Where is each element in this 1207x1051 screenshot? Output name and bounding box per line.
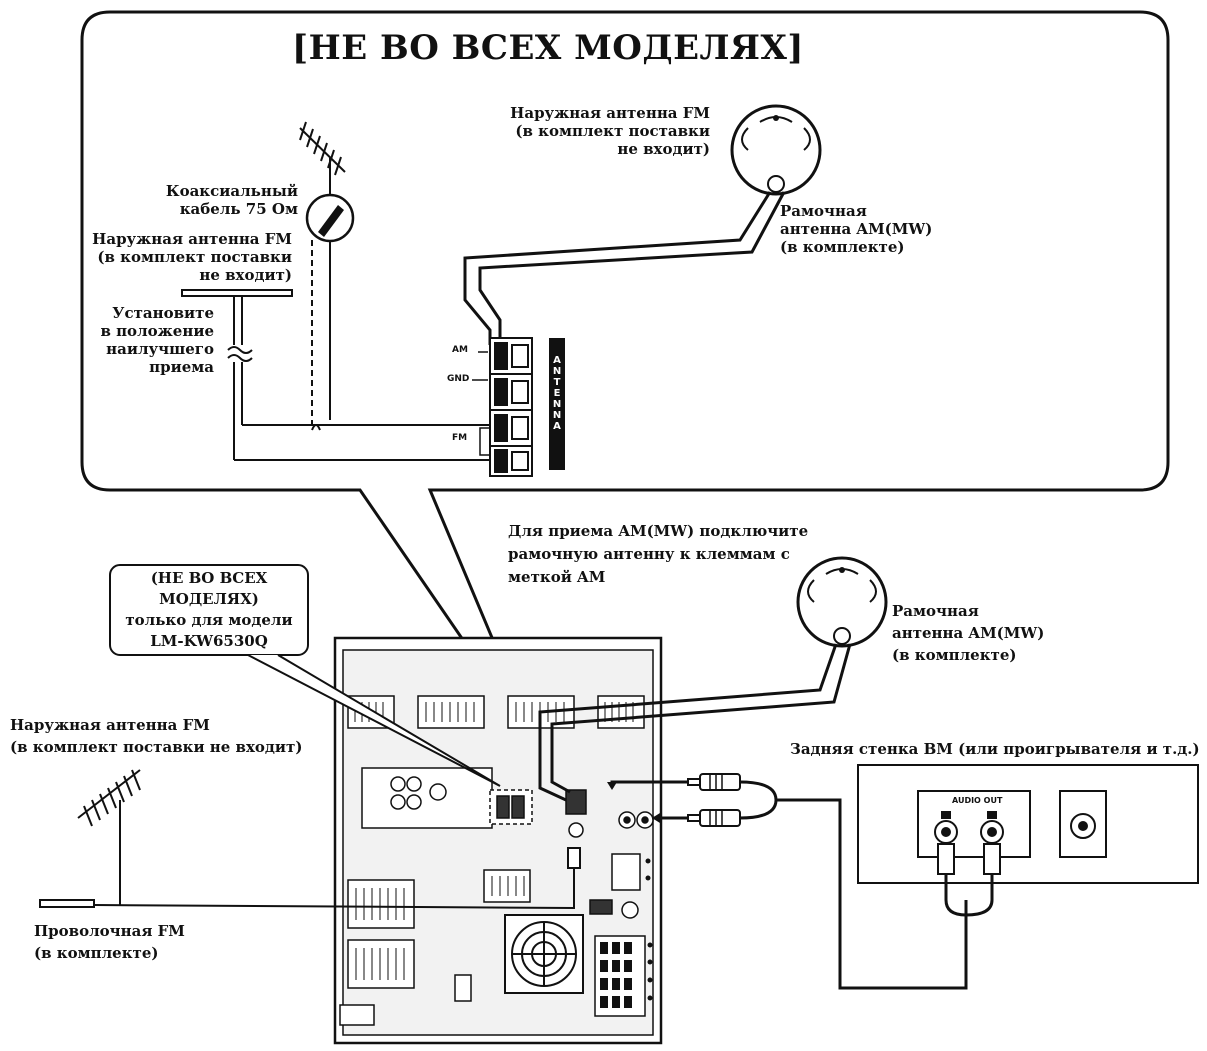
label-line: МОДЕЛЯХ) [159, 590, 259, 608]
inset-set-position-label: Установите в положение наилучшего приема [96, 304, 214, 376]
audio-out-label: AUDIO OUT [952, 796, 1003, 805]
label-line: (в комплекте) [34, 944, 159, 962]
label-line: LM-KW6530Q [150, 632, 268, 650]
strip-letter: E [553, 388, 561, 399]
label-line: (в комплект поставки не входит) [10, 738, 303, 756]
strip-letter: A [553, 355, 561, 366]
label-line: Наружная антенна FM [10, 716, 210, 734]
label-line: Для приема AM(MW) подключите [508, 522, 809, 540]
inset-terminal-block [489, 337, 533, 477]
label-line: не входит) [617, 140, 710, 158]
label-line: антенна AM(MW) [780, 220, 933, 238]
label-line: (в комплект поставки [515, 122, 710, 140]
inset-loop-antenna [730, 104, 822, 196]
outdoor-fm-label: Наружная антенна FM (в комплект поставки… [10, 714, 302, 758]
rear-panel-label: Задняя стенка ВМ (или проигрывателя и т.… [790, 740, 1200, 758]
loop-antenna [796, 556, 888, 648]
label-line: наилучшего [106, 340, 214, 358]
model-note-box [109, 564, 309, 656]
strip-letter: N [552, 410, 562, 421]
label-line: не входит) [199, 266, 292, 284]
label-line: (в комплекте) [780, 238, 905, 256]
label-line: антенна AM(MW) [892, 624, 1045, 642]
terminal-am-label: AM [452, 345, 468, 355]
label-line: в положение [100, 322, 214, 340]
inset-coax-label: Коаксиальный кабель 75 Ом [130, 182, 298, 218]
fan-grille [504, 914, 584, 994]
outdoor-yagi-antenna [77, 769, 141, 906]
inset-outdoor-fm-right-label: Наружная антенна FM (в комплект поставки… [478, 104, 710, 158]
antenna-strip-text: A N T E N N A [550, 355, 564, 432]
label-line: меткой AM [508, 568, 606, 586]
terminal-gnd-label: GND [447, 374, 470, 384]
model-note-label: (НЕ ВО ВСЕХ МОДЕЛЯХ) только для модели L… [110, 568, 308, 652]
label-line: Рамочная [892, 602, 979, 620]
antenna-strip [549, 338, 565, 470]
inset-t-antenna [181, 289, 293, 460]
label-line: рамочную антенну к клеммам с [508, 545, 790, 563]
label-line: Рамочная [780, 202, 867, 220]
am-instruction-label: Для приема AM(MW) подключите рамочную ан… [508, 520, 808, 589]
vcr-rear-panel [857, 764, 1199, 884]
strip-letter: T [553, 377, 561, 388]
terminal-fm-label: FM [452, 433, 468, 443]
label-line: только для модели [125, 611, 293, 629]
label-line: Наружная антенна FM [510, 104, 710, 122]
inset-loop-am-label: Рамочная антенна AM(MW) (в комплекте) [780, 202, 932, 256]
wire-fm-label: Проволочная FM (в комплекте) [34, 920, 185, 964]
label-line: (НЕ ВО ВСЕХ [150, 569, 268, 587]
label-line: Проволочная FM [34, 922, 185, 940]
label-line: кабель 75 Ом [179, 200, 298, 218]
label-line: приема [149, 358, 214, 376]
strip-letter: N [552, 366, 562, 377]
inset-callout-box [80, 10, 1170, 753]
label-line: (в комплекте) [892, 646, 1017, 664]
strip-letter: A [553, 421, 561, 432]
strip-letter: N [552, 399, 562, 410]
loop-am-label: Рамочная антенна AM(MW) (в комплекте) [892, 600, 1044, 666]
label-line: (в комплект поставки [97, 248, 292, 266]
inset-outdoor-fm-left-label: Наружная антенна FM (в комплект поставки… [82, 230, 292, 284]
label-line: Установите [112, 304, 214, 322]
inset-title: [НЕ ВО ВСЕХ МОДЕЛЯХ] [292, 28, 804, 68]
label-line: Наружная антенна FM [92, 230, 292, 248]
vent-grilles [347, 695, 645, 989]
label-line: Коаксиальный [165, 182, 298, 200]
